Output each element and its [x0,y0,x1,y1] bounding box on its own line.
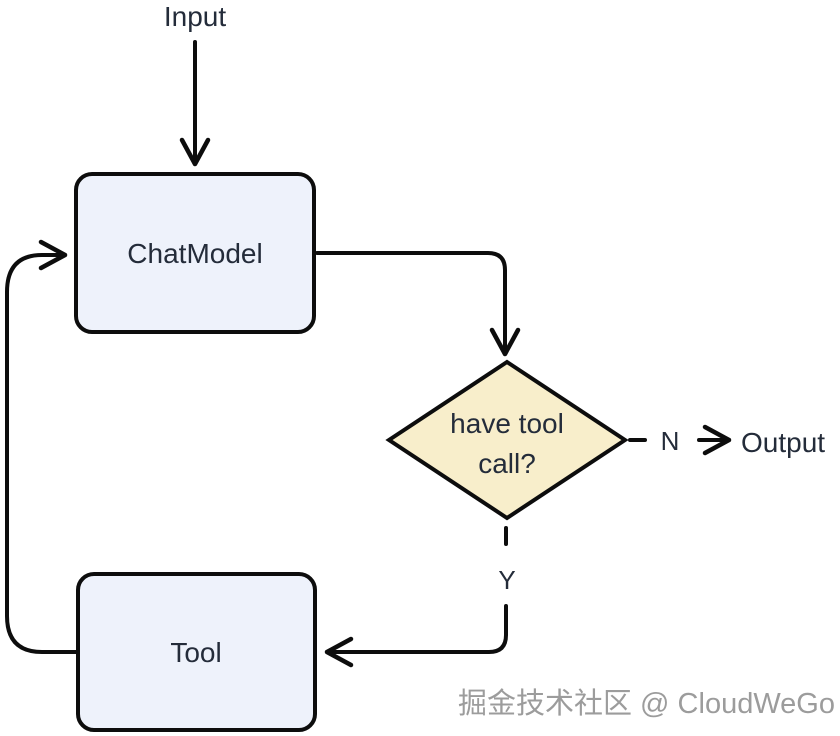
no-branch-label: N [661,426,680,456]
watermark: 掘金技术社区 @ CloudWeGo [458,687,835,720]
decision-label-line2: call? [478,448,536,479]
decision-label-line1: have tool [450,408,564,439]
edge-chatmodel-to-decision [315,251,521,357]
node-decision [385,359,629,521]
watermark-highlight: 掘金技术社区 @ CloudWeGo [460,689,837,722]
input-label: Input [164,1,226,32]
output-label: Output [741,427,825,458]
chatmodel-label: ChatModel [127,238,262,269]
node-chatmodel [74,172,316,334]
edge-tool-to-chatmodel [5,239,80,654]
edge-yes-to-tool [324,604,508,668]
tool-label: Tool [170,637,221,668]
yes-branch-label: Y [498,565,515,595]
